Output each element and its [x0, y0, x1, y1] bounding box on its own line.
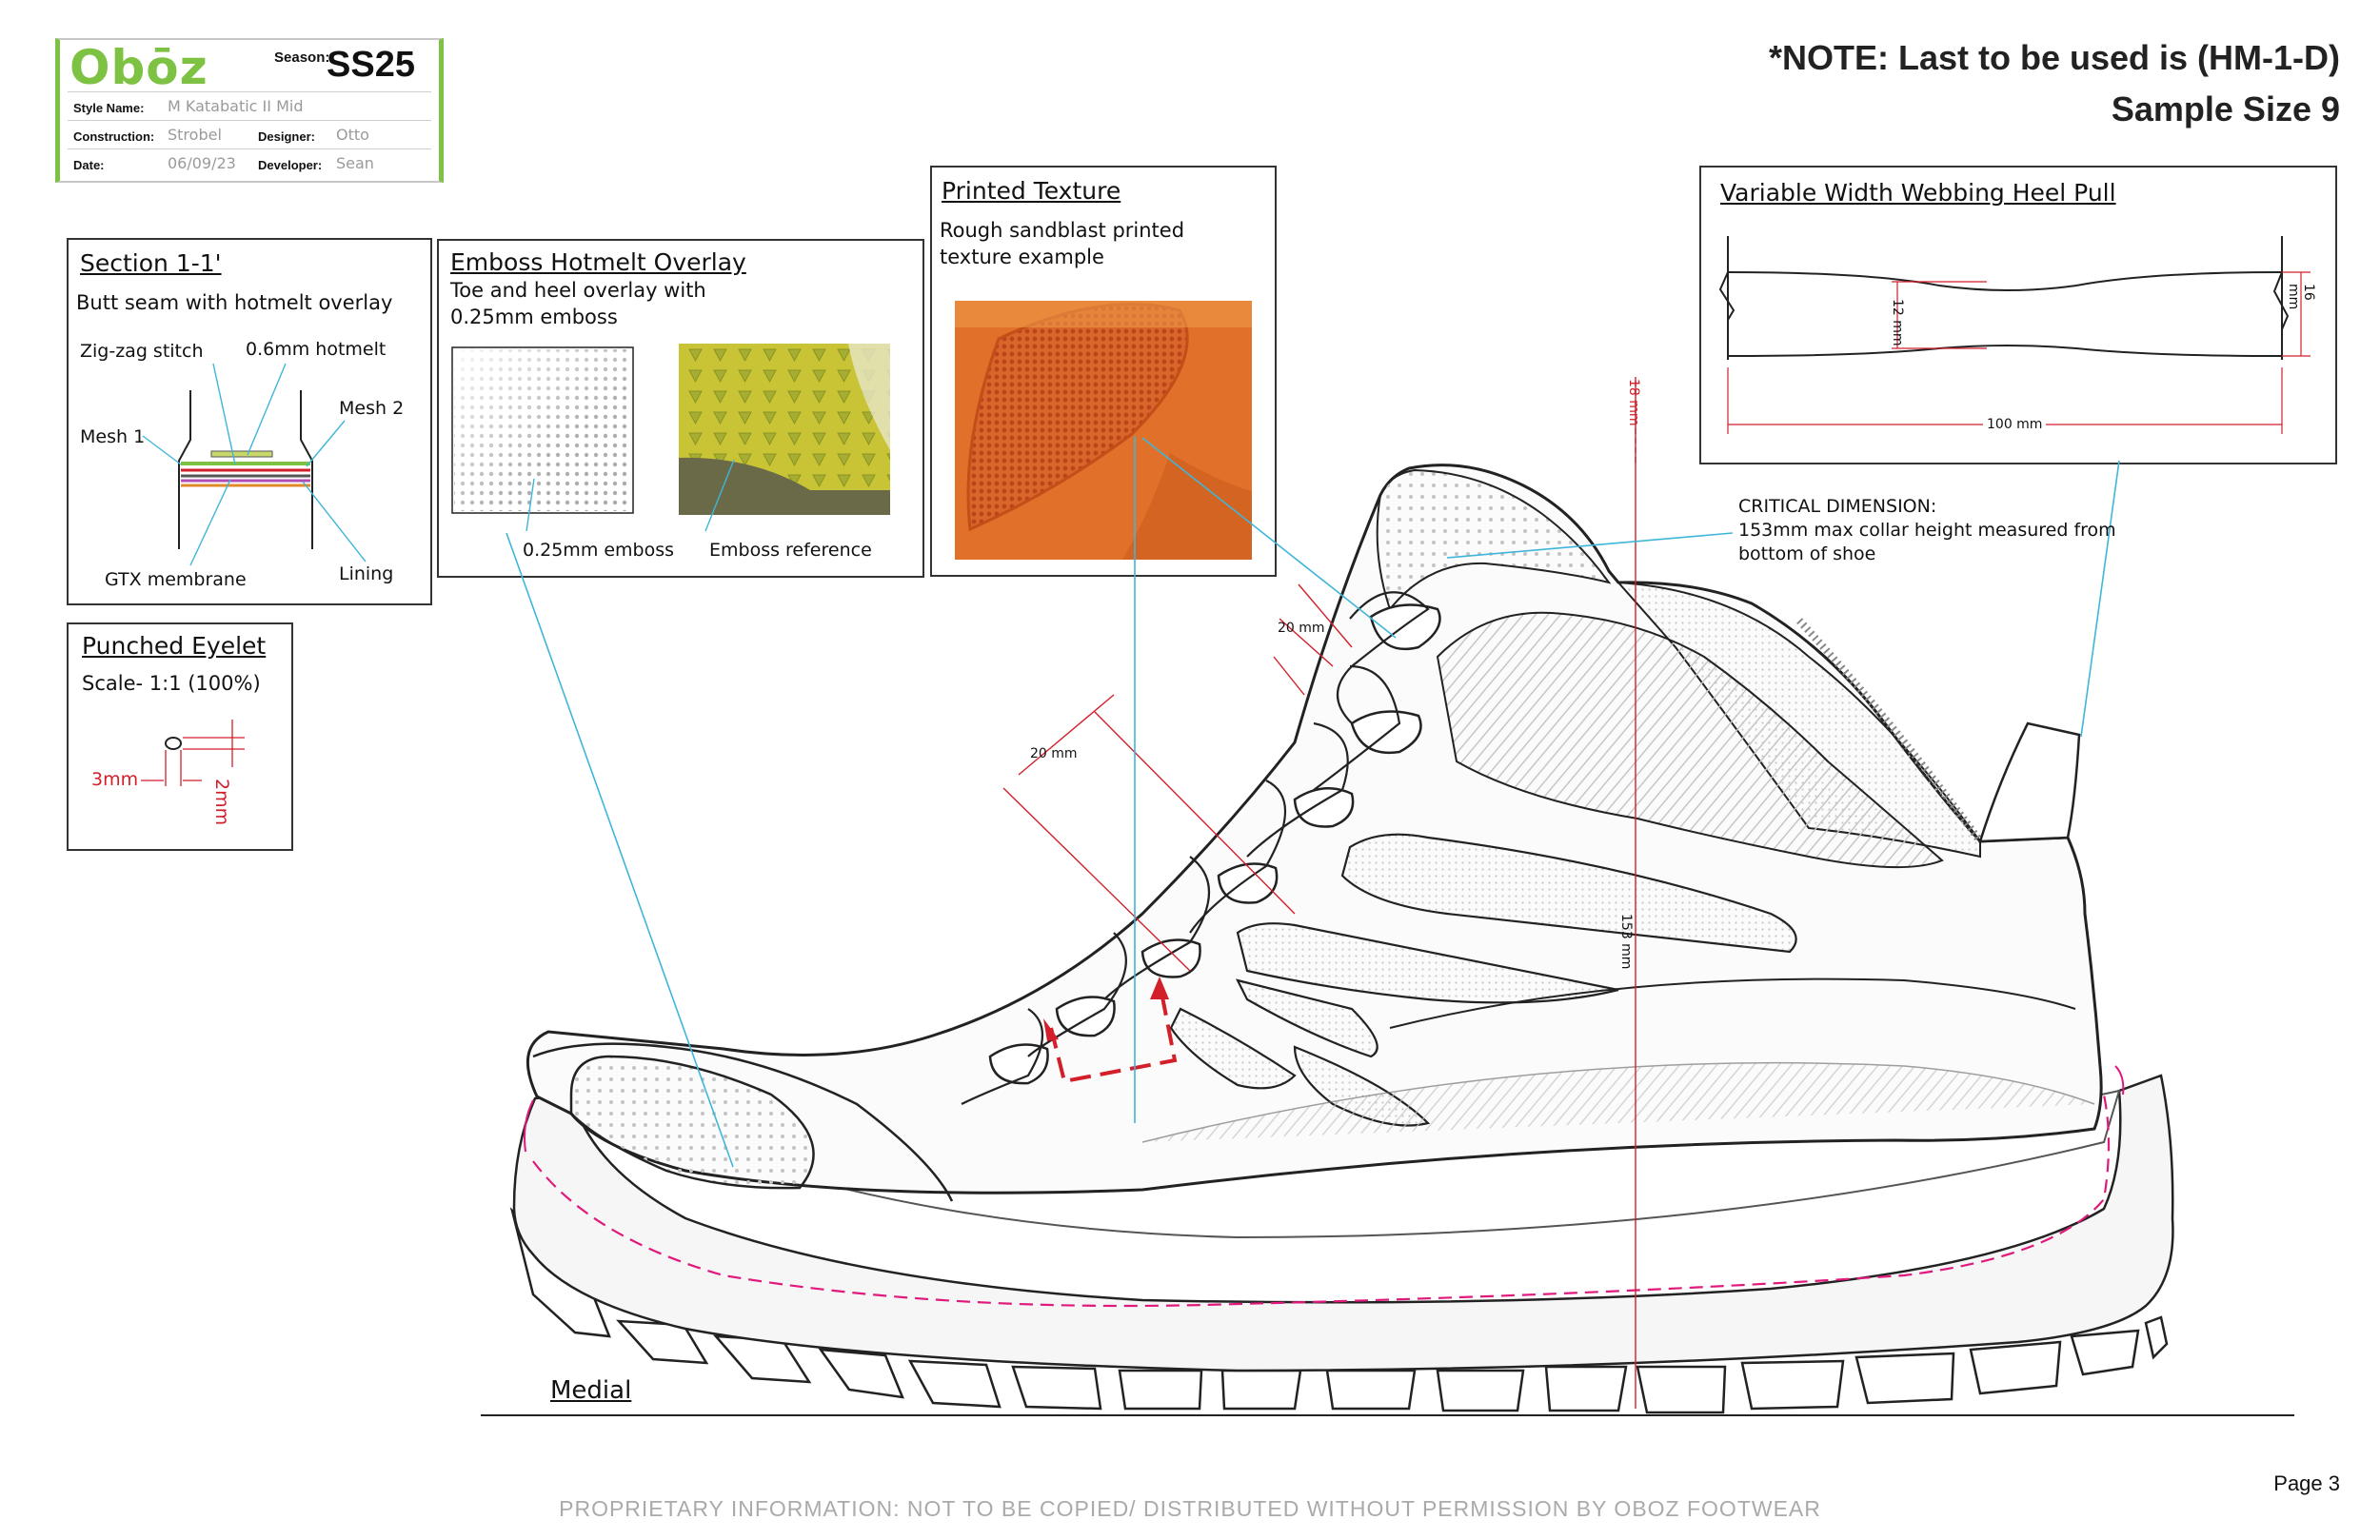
date-row: Date: 06/09/23 Developer: Sean — [68, 148, 431, 178]
oboz-logo: Obōz — [69, 40, 208, 95]
developer-label: Developer: — [258, 158, 323, 172]
printed-desc: Rough sandblast printed texture example — [940, 219, 1185, 268]
style-name-value: M Katabatic II Mid — [168, 97, 304, 115]
heel-pull-16mm: 16 mm — [2286, 284, 2316, 310]
critical-line2: 153mm max collar height measured from — [1738, 520, 2116, 541]
printed-texture-photo — [955, 301, 1252, 560]
construction-label: Construction: — [73, 129, 155, 144]
season-label: Season: — [274, 49, 330, 66]
date-value: 06/09/23 — [168, 154, 236, 172]
designer-value: Otto — [336, 126, 369, 144]
heel-pull-title: Variable Width Webbing Heel Pull — [1720, 179, 2116, 207]
lining-label: Lining — [339, 563, 394, 584]
date-label: Date: — [73, 158, 105, 172]
dim-153mm: 153 mm — [1618, 914, 1634, 970]
developer-value: Sean — [336, 154, 374, 172]
critical-line1: CRITICAL DIMENSION: — [1738, 496, 1937, 517]
emboss-overlay-box: Emboss Hotmelt Overlay Toe and heel over… — [437, 239, 924, 578]
last-note: *NOTE: Last to be used is (HM-1-D) Sampl… — [1769, 32, 2340, 135]
punched-eyelet-box: Punched Eyelet Scale- 1:1 (100%) 3mm 2mm — [67, 622, 293, 851]
zigzag-label: Zig-zag stitch — [80, 341, 204, 362]
construction-value: Strobel — [168, 126, 222, 144]
hotmelt-label: 0.6mm hotmelt — [246, 339, 387, 360]
mesh1-label: Mesh 1 — [80, 426, 146, 447]
section-diagram — [142, 363, 367, 566]
eyelet-diagram — [141, 720, 245, 786]
eyelet-title: Punched Eyelet — [82, 632, 267, 660]
printed-title: Printed Texture — [942, 177, 1121, 205]
title-block: Obōz Season: SS25 Style Name: M Katabati… — [55, 38, 444, 183]
heel-pull-100mm: 100 mm — [1983, 417, 2047, 432]
critical-dimension-note: CRITICAL DIMENSION: 153mm max collar hei… — [1738, 495, 2116, 566]
dim-18mm: 18 mm — [1626, 379, 1641, 426]
heel-pull-box: Variable Width Webbing Heel Pull 12 mm 1… — [1699, 166, 2337, 464]
critical-line3: bottom of shoe — [1738, 543, 1876, 564]
heel-pull-12mm: 12 mm — [1890, 299, 1905, 346]
last-note-line: *NOTE: Last to be used is (HM-1-D) — [1768, 38, 2340, 77]
section-subtitle: Butt seam with hotmelt overlay — [76, 291, 393, 314]
construction-row: Construction: Strobel Designer: Otto — [68, 120, 431, 149]
emboss-caption: 0.25mm emboss — [523, 540, 675, 561]
section-detail-box: Section 1-1' Butt seam with hotmelt over… — [67, 238, 432, 605]
section-title: Section 1-1' — [80, 249, 222, 277]
emboss-swatches — [451, 344, 890, 532]
sample-size: Sample Size 9 — [2111, 89, 2340, 128]
proprietary-footer: PROPRIETARY INFORMATION: NOT TO BE COPIE… — [559, 1496, 1821, 1521]
emboss-reference-caption: Emboss reference — [709, 540, 872, 561]
style-name-row: Style Name: M Katabatic II Mid — [68, 91, 431, 121]
medial-view-label: Medial — [550, 1376, 632, 1405]
emboss-desc: Toe and heel overlay with 0.25mm emboss — [450, 279, 706, 328]
dim-20mm-upper: 20 mm — [1278, 621, 1325, 636]
page-number: Page 3 — [2273, 1471, 2340, 1495]
designer-label: Designer: — [258, 129, 315, 144]
dim-20mm-lower: 20 mm — [1030, 746, 1078, 761]
season-value: SS25 — [327, 45, 415, 85]
heel-pull-diagram — [1718, 236, 2311, 434]
eyelet-width-dim: 3mm — [91, 769, 139, 790]
printed-texture-box: Printed Texture Rough sandblast printed … — [930, 166, 1277, 577]
gtx-label: GTX membrane — [105, 569, 247, 590]
emboss-title: Emboss Hotmelt Overlay — [450, 248, 746, 276]
mesh2-label: Mesh 2 — [339, 398, 405, 419]
style-name-label: Style Name: — [73, 101, 145, 115]
eyelet-scale: Scale- 1:1 (100%) — [82, 672, 261, 695]
